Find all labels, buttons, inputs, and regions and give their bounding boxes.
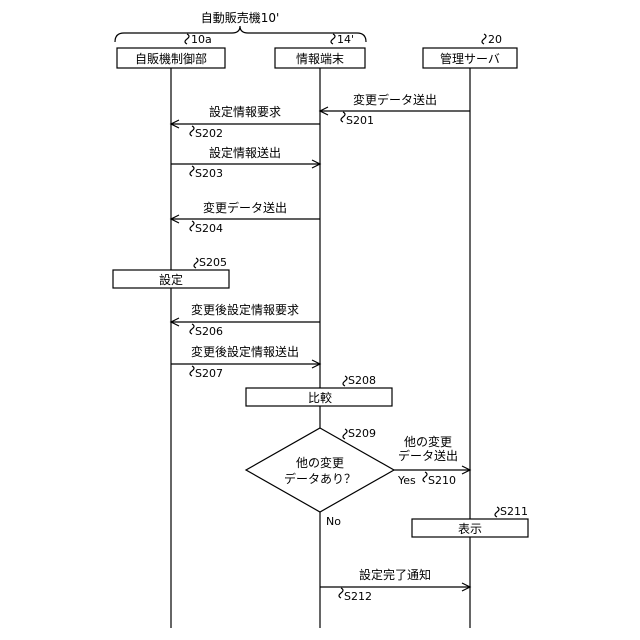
step-label: S204	[195, 222, 223, 235]
message-label: 変更データ送出	[353, 92, 437, 107]
process-s208: S208 比較	[246, 374, 392, 406]
message-s201: 変更データ送出 S201	[320, 92, 470, 127]
decision-yes-label: Yes	[397, 474, 416, 487]
decision-label-line2: データあり？	[284, 471, 356, 486]
step-label: S205	[199, 256, 227, 269]
ref-hook	[482, 34, 486, 44]
process-label: 設定	[159, 272, 183, 287]
step-label: S201	[346, 114, 374, 127]
participant-vending: 自販機制御部 10a	[117, 33, 225, 68]
message-s212: 設定完了通知 S212	[320, 567, 470, 603]
message-label: 変更データ送出	[203, 200, 287, 215]
message-label: 設定情報要求	[209, 104, 281, 119]
process-label: 表示	[458, 522, 482, 536]
decision-s209: S209 他の変更 データあり？ Yes No	[246, 427, 416, 528]
participant-terminal: 情報端末 14'	[275, 33, 365, 68]
message-label: 変更後設定情報送出	[191, 344, 299, 359]
ref-hook	[185, 34, 189, 44]
participant-ref: 14'	[337, 33, 354, 46]
message-label-line1: 他の変更	[404, 434, 452, 449]
message-s203: 設定情報送出 S203	[171, 145, 320, 180]
participant-label: 管理サーバ	[440, 51, 500, 66]
decision-no-label: No	[326, 515, 341, 528]
step-label: S210	[428, 474, 456, 487]
message-s202: 設定情報要求 S202	[171, 104, 320, 140]
decision-diamond	[246, 428, 394, 512]
participant-label: 自販機制御部	[135, 51, 207, 66]
message-label-line2: データ送出	[398, 448, 458, 463]
step-label: S208	[348, 374, 376, 387]
participant-server: 管理サーバ 20	[423, 33, 517, 68]
group-label: 自動販売機10'	[201, 10, 280, 25]
step-label: S203	[195, 167, 223, 180]
message-label: 設定情報送出	[209, 145, 281, 160]
decision-label-line1: 他の変更	[296, 455, 344, 470]
process-label: 比較	[308, 390, 332, 405]
group-brace	[115, 26, 366, 42]
step-label: S207	[195, 367, 223, 380]
step-label: S209	[348, 427, 376, 440]
message-label: 設定完了通知	[359, 567, 431, 582]
ref-hook	[331, 34, 335, 44]
message-s204: 変更データ送出 S204	[171, 200, 320, 235]
message-s206: 変更後設定情報要求 S206	[171, 302, 320, 338]
step-label: S212	[344, 590, 372, 603]
step-label: S202	[195, 127, 223, 140]
step-label: S206	[195, 325, 223, 338]
message-s207: 変更後設定情報送出 S207	[171, 344, 320, 380]
participant-label: 情報端末	[296, 52, 344, 66]
participant-ref: 20	[488, 33, 502, 46]
step-label: S211	[500, 505, 528, 518]
message-label: 変更後設定情報要求	[191, 302, 299, 317]
participant-ref: 10a	[191, 33, 212, 46]
